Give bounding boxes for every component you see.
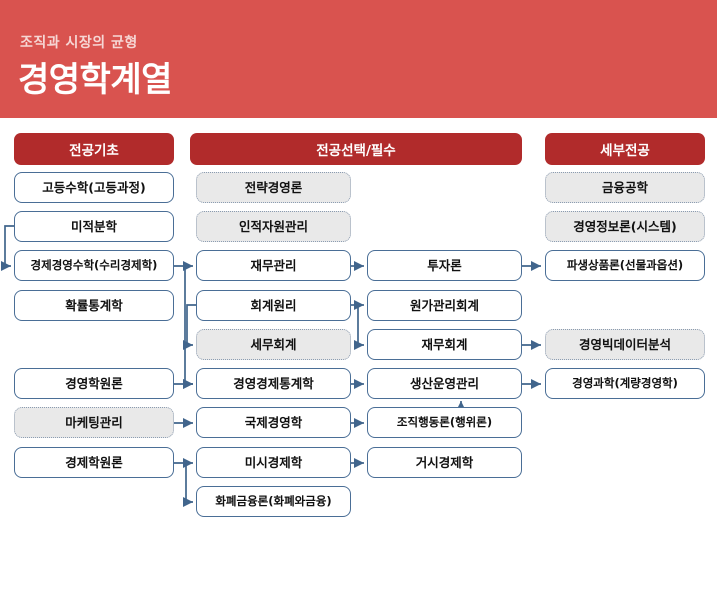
category-bar-major-select[interactable]: 전공선택/필수 xyxy=(190,133,522,165)
course-box-accounting-principles[interactable]: 회계원리 xyxy=(196,290,351,321)
course-box-financial-mgmt[interactable]: 재무관리 xyxy=(196,250,351,281)
course-box-microeconomics[interactable]: 미시경제학 xyxy=(196,447,351,478)
course-box-mgmt-bigdata[interactable]: 경영빅데이터분석 xyxy=(545,329,705,360)
course-box-organizational-behavior[interactable]: 조직행동론(행위론) xyxy=(367,407,522,438)
course-box-macroeconomics[interactable]: 거시경제학 xyxy=(367,447,522,478)
course-box-strategic-mgmt[interactable]: 전략경영론 xyxy=(196,172,351,203)
course-box-mgmt-principles[interactable]: 경영학원론 xyxy=(14,368,174,399)
course-box-financial-accounting[interactable]: 재무회계 xyxy=(367,329,522,360)
header-subtitle: 조직과 시장의 균형 xyxy=(20,35,138,51)
course-box-marketing-mgmt[interactable]: 마케팅관리 xyxy=(14,407,174,438)
header-title: 경영학계열 xyxy=(18,60,172,100)
course-box-econ-mgmt-math[interactable]: 경제경영수학(수리경제학) xyxy=(14,250,174,281)
course-box-calculus[interactable]: 미적분학 xyxy=(14,211,174,242)
course-box-management-science[interactable]: 경영과학(계량경영학) xyxy=(545,368,705,399)
course-box-tax-accounting[interactable]: 세무회계 xyxy=(196,329,351,360)
course-box-cost-mgmt-accounting[interactable]: 원가관리회계 xyxy=(367,290,522,321)
course-box-probability-stats[interactable]: 확률통계학 xyxy=(14,290,174,321)
course-box-mgmt-econ-stats[interactable]: 경영경제통계학 xyxy=(196,368,351,399)
category-bar-major-detail[interactable]: 세부전공 xyxy=(545,133,705,165)
course-box-money-banking[interactable]: 화폐금융론(화폐와금융) xyxy=(196,486,351,517)
course-box-mis[interactable]: 경영정보론(시스템) xyxy=(545,211,705,242)
course-box-hr-mgmt[interactable]: 인적자원관리 xyxy=(196,211,351,242)
course-box-production-ops[interactable]: 생산운영관리 xyxy=(367,368,522,399)
course-box-financial-engineering[interactable]: 금융공학 xyxy=(545,172,705,203)
category-bar-major-basic[interactable]: 전공기초 xyxy=(14,133,174,165)
header-band: 조직과 시장의 균형 경영학계열 xyxy=(0,0,717,118)
course-box-derivatives[interactable]: 파생상품론(선물과옵션) xyxy=(545,250,705,281)
course-box-highschool-math[interactable]: 고등수학(고등과정) xyxy=(14,172,174,203)
course-box-investments[interactable]: 투자론 xyxy=(367,250,522,281)
course-box-econ-principles[interactable]: 경제학원론 xyxy=(14,447,174,478)
course-box-intl-business[interactable]: 국제경영학 xyxy=(196,407,351,438)
